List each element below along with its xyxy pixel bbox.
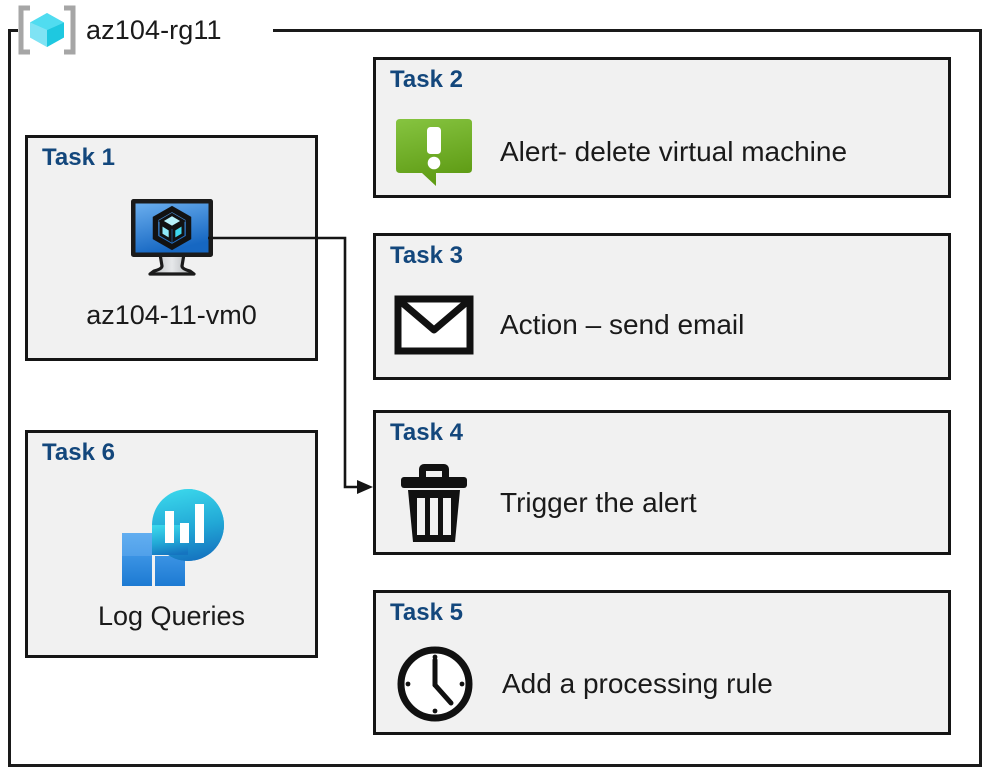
- card-task-1-heading: Task 1: [42, 144, 115, 171]
- resource-group-frame: [8, 31, 982, 767]
- resource-group-label: az104-rg11: [14, 2, 222, 58]
- alert-speech-bubble-icon: [394, 114, 474, 190]
- frame-top-right-line: [273, 29, 982, 32]
- frame-top-left-stub: [8, 29, 18, 32]
- card-task-3[interactable]: Task 3 Action – send email: [373, 233, 951, 380]
- card-task-5-heading: Task 5: [390, 599, 463, 626]
- card-task-3-label: Action – send email: [500, 309, 745, 340]
- card-task-6-heading: Task 6: [42, 439, 115, 466]
- virtual-machine-icon: [28, 196, 315, 280]
- card-task-6[interactable]: Task 6: [25, 430, 318, 658]
- resource-group-name: az104-rg11: [86, 14, 222, 45]
- log-analytics-icon: [28, 485, 315, 589]
- card-task-3-heading: Task 3: [390, 242, 463, 269]
- card-task-1[interactable]: Task 1: [25, 135, 318, 361]
- card-task-4-heading: Task 4: [390, 419, 463, 446]
- clock-icon: [394, 643, 476, 725]
- card-task-6-label: Log Queries: [97, 601, 246, 631]
- envelope-icon: [394, 292, 474, 358]
- card-task-4-label: Trigger the alert: [500, 487, 697, 518]
- card-task-2[interactable]: Task 2 Alert- delete virtual machine: [373, 57, 951, 198]
- trash-delete-icon: [394, 461, 474, 545]
- card-task-1-label: az104-11-vm0: [86, 300, 257, 330]
- card-task-5[interactable]: Task 5 Add a processing rule: [373, 590, 951, 735]
- resource-group-cube-icon: [14, 4, 80, 56]
- card-task-2-heading: Task 2: [390, 66, 463, 93]
- card-task-2-label: Alert- delete virtual machine: [500, 136, 848, 167]
- card-task-5-label: Add a processing rule: [502, 668, 773, 699]
- card-task-4[interactable]: Task 4 Trigger the alert: [373, 410, 951, 555]
